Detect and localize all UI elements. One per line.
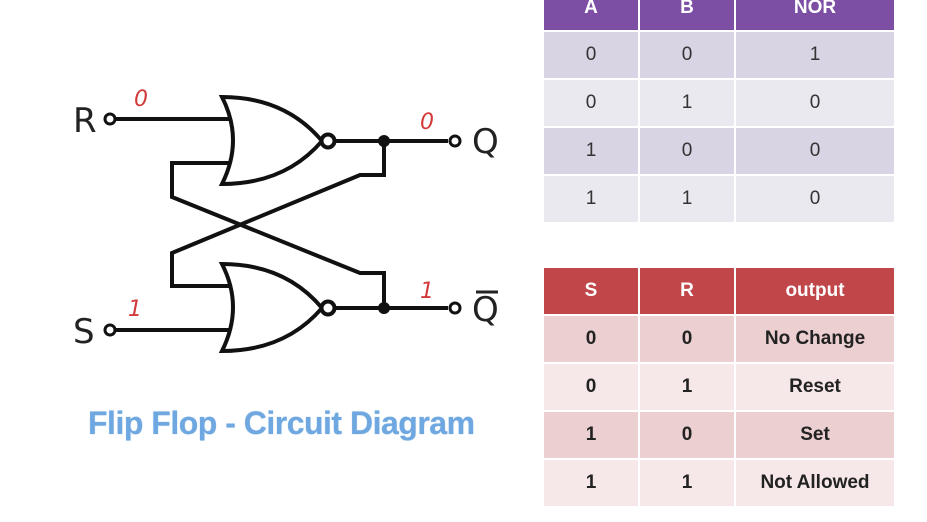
cell: 0 bbox=[640, 316, 734, 362]
label-s: S bbox=[73, 312, 95, 352]
table-row: 0 1 0 bbox=[544, 80, 894, 126]
inversion-bubble-top bbox=[319, 132, 337, 150]
table-row: 0 0 1 bbox=[544, 32, 894, 78]
nor-gate-top bbox=[218, 94, 325, 187]
cell: 0 bbox=[736, 128, 894, 174]
cell: 1 bbox=[640, 80, 734, 126]
cell: 1 bbox=[640, 364, 734, 410]
cell: 1 bbox=[544, 412, 638, 458]
inversion-bubble-bottom bbox=[319, 299, 337, 317]
label-q: Q bbox=[472, 122, 499, 162]
value-s: 1 bbox=[128, 297, 142, 322]
table-row: 1 0 Set bbox=[544, 412, 894, 458]
cell: 0 bbox=[544, 364, 638, 410]
label-r: R bbox=[73, 101, 97, 141]
table-row: 1 1 Not Allowed bbox=[544, 460, 894, 506]
cell: 1 bbox=[640, 460, 734, 506]
value-q-bar: 1 bbox=[420, 279, 434, 304]
sr-latch-circuit: R S Q Q 0 1 0 1 bbox=[73, 87, 499, 354]
cell: 0 bbox=[640, 32, 734, 78]
label-q-bar: Q bbox=[472, 290, 499, 330]
feedback-wire-q-bar bbox=[170, 161, 386, 308]
nor-truth-table: A B NOR 0 0 1 0 1 0 1 0 0 1 1 0 bbox=[542, 0, 896, 224]
cell: 1 bbox=[640, 176, 734, 222]
cell: 0 bbox=[544, 316, 638, 362]
table-header-row: S R output bbox=[544, 268, 894, 314]
cell: 1 bbox=[544, 128, 638, 174]
cell: 0 bbox=[544, 32, 638, 78]
cell: 1 bbox=[544, 176, 638, 222]
diagram-caption: Flip Flop - Circuit Diagram bbox=[88, 405, 475, 441]
nor-gate-bottom bbox=[218, 261, 325, 354]
cell: 0 bbox=[736, 176, 894, 222]
header-r: R bbox=[640, 268, 734, 314]
cell: Not Allowed bbox=[736, 460, 894, 506]
header-s: S bbox=[544, 268, 638, 314]
cell: 0 bbox=[640, 412, 734, 458]
cell: 1 bbox=[544, 460, 638, 506]
cell: 1 bbox=[736, 32, 894, 78]
header-output: output bbox=[736, 268, 894, 314]
cell: 0 bbox=[544, 80, 638, 126]
header-b: B bbox=[640, 0, 734, 30]
table-header-row: A B NOR bbox=[544, 0, 894, 30]
header-nor: NOR bbox=[736, 0, 894, 30]
table-row: 1 1 0 bbox=[544, 176, 894, 222]
cell: Set bbox=[736, 412, 894, 458]
table-row: 0 1 Reset bbox=[544, 364, 894, 410]
header-a: A bbox=[544, 0, 638, 30]
cell: No Change bbox=[736, 316, 894, 362]
table-row: 1 0 0 bbox=[544, 128, 894, 174]
table-row: 0 0 No Change bbox=[544, 316, 894, 362]
cell: 0 bbox=[640, 128, 734, 174]
cell: 0 bbox=[736, 80, 894, 126]
feedback-wire-q bbox=[170, 141, 386, 288]
cell: Reset bbox=[736, 364, 894, 410]
sr-truth-table: S R output 0 0 No Change 0 1 Reset 1 0 S… bbox=[542, 266, 896, 508]
value-r: 0 bbox=[134, 87, 148, 112]
value-q: 0 bbox=[420, 110, 434, 135]
